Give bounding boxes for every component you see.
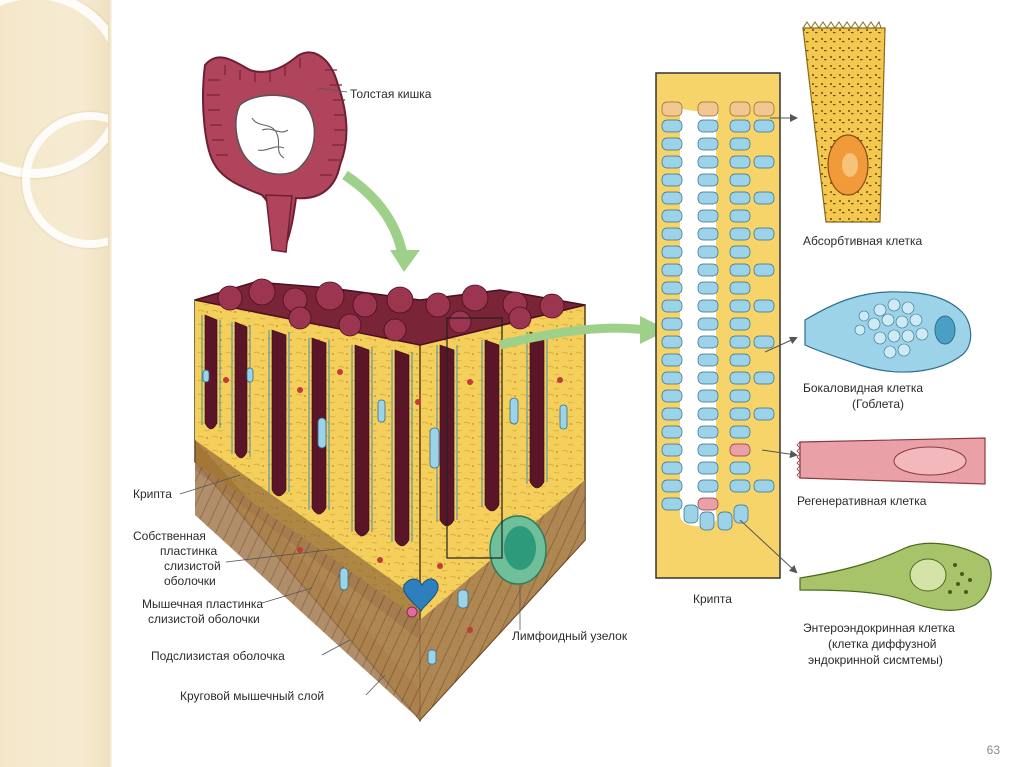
label-enteroendocrine-3: эндокринной сисмтемы) bbox=[808, 653, 943, 667]
mucosa-block bbox=[194, 278, 586, 723]
leader-lamina-propria bbox=[225, 547, 346, 563]
label-lymphoid-nodule: Лимфоидный узелок bbox=[512, 629, 628, 643]
label-lamina-propria-2: пластинка bbox=[160, 544, 218, 558]
decorative-ring bbox=[22, 112, 112, 248]
goblet-cell-illustration bbox=[804, 291, 972, 373]
decorative-side-panel bbox=[0, 0, 112, 767]
green-arrow-head bbox=[640, 316, 668, 344]
label-submucosa: Подслизистая оболочка bbox=[151, 649, 285, 663]
label-lamina-propria-3: слизистой bbox=[164, 559, 221, 573]
label-muscularis-mucosae-1: Мышечная пластинка bbox=[142, 597, 263, 611]
label-absorptive-cell: Абсорбтивная клетка bbox=[803, 234, 922, 248]
label-enteroendocrine-2: (клетка диффузной bbox=[828, 637, 937, 651]
label-crypt-right: Крипта bbox=[693, 592, 732, 606]
crypt-enlarged bbox=[655, 72, 781, 579]
leader-crypt-left bbox=[179, 474, 241, 495]
leader-circular-muscle bbox=[365, 674, 386, 696]
regenerative-cell-illustration bbox=[796, 437, 986, 485]
arrow-to-goblet bbox=[764, 336, 798, 353]
label-colon: Толстая кишка bbox=[350, 87, 432, 101]
leader-colon bbox=[317, 87, 348, 93]
page-number: 63 bbox=[986, 743, 1000, 757]
green-arrow-head bbox=[390, 250, 420, 272]
arrow-to-regenerative bbox=[761, 449, 798, 459]
arrow-to-enteroendocrine bbox=[739, 519, 798, 574]
enteroendocrine-cell-illustration bbox=[799, 542, 992, 611]
panel-divider bbox=[108, 0, 112, 767]
label-enteroendocrine-1: Энтероэндокринная клетка bbox=[803, 621, 955, 635]
label-goblet-cell-1: Бокаловидная клетка bbox=[803, 381, 923, 395]
label-lamina-propria-4: оболочки bbox=[164, 574, 216, 588]
label-muscularis-mucosae-2: слизистой оболочки bbox=[148, 612, 260, 626]
label-goblet-cell-2: (Гоблета) bbox=[852, 397, 904, 411]
absorptive-cell-illustration bbox=[802, 20, 886, 223]
leader-muscularis-mucosae bbox=[261, 587, 313, 604]
colon-illustration bbox=[202, 51, 348, 253]
label-crypt-left: Крипта bbox=[133, 487, 172, 501]
label-circular-muscle: Круговой мышечный слой bbox=[180, 689, 324, 703]
green-arrow-colon-to-block bbox=[342, 170, 407, 254]
label-regenerative-cell: Регенеративная клетка bbox=[797, 494, 927, 508]
leader-submucosa bbox=[321, 639, 351, 656]
green-arrow-block-to-crypt bbox=[498, 323, 646, 350]
label-lamina-propria-1: Собственная bbox=[133, 529, 206, 543]
